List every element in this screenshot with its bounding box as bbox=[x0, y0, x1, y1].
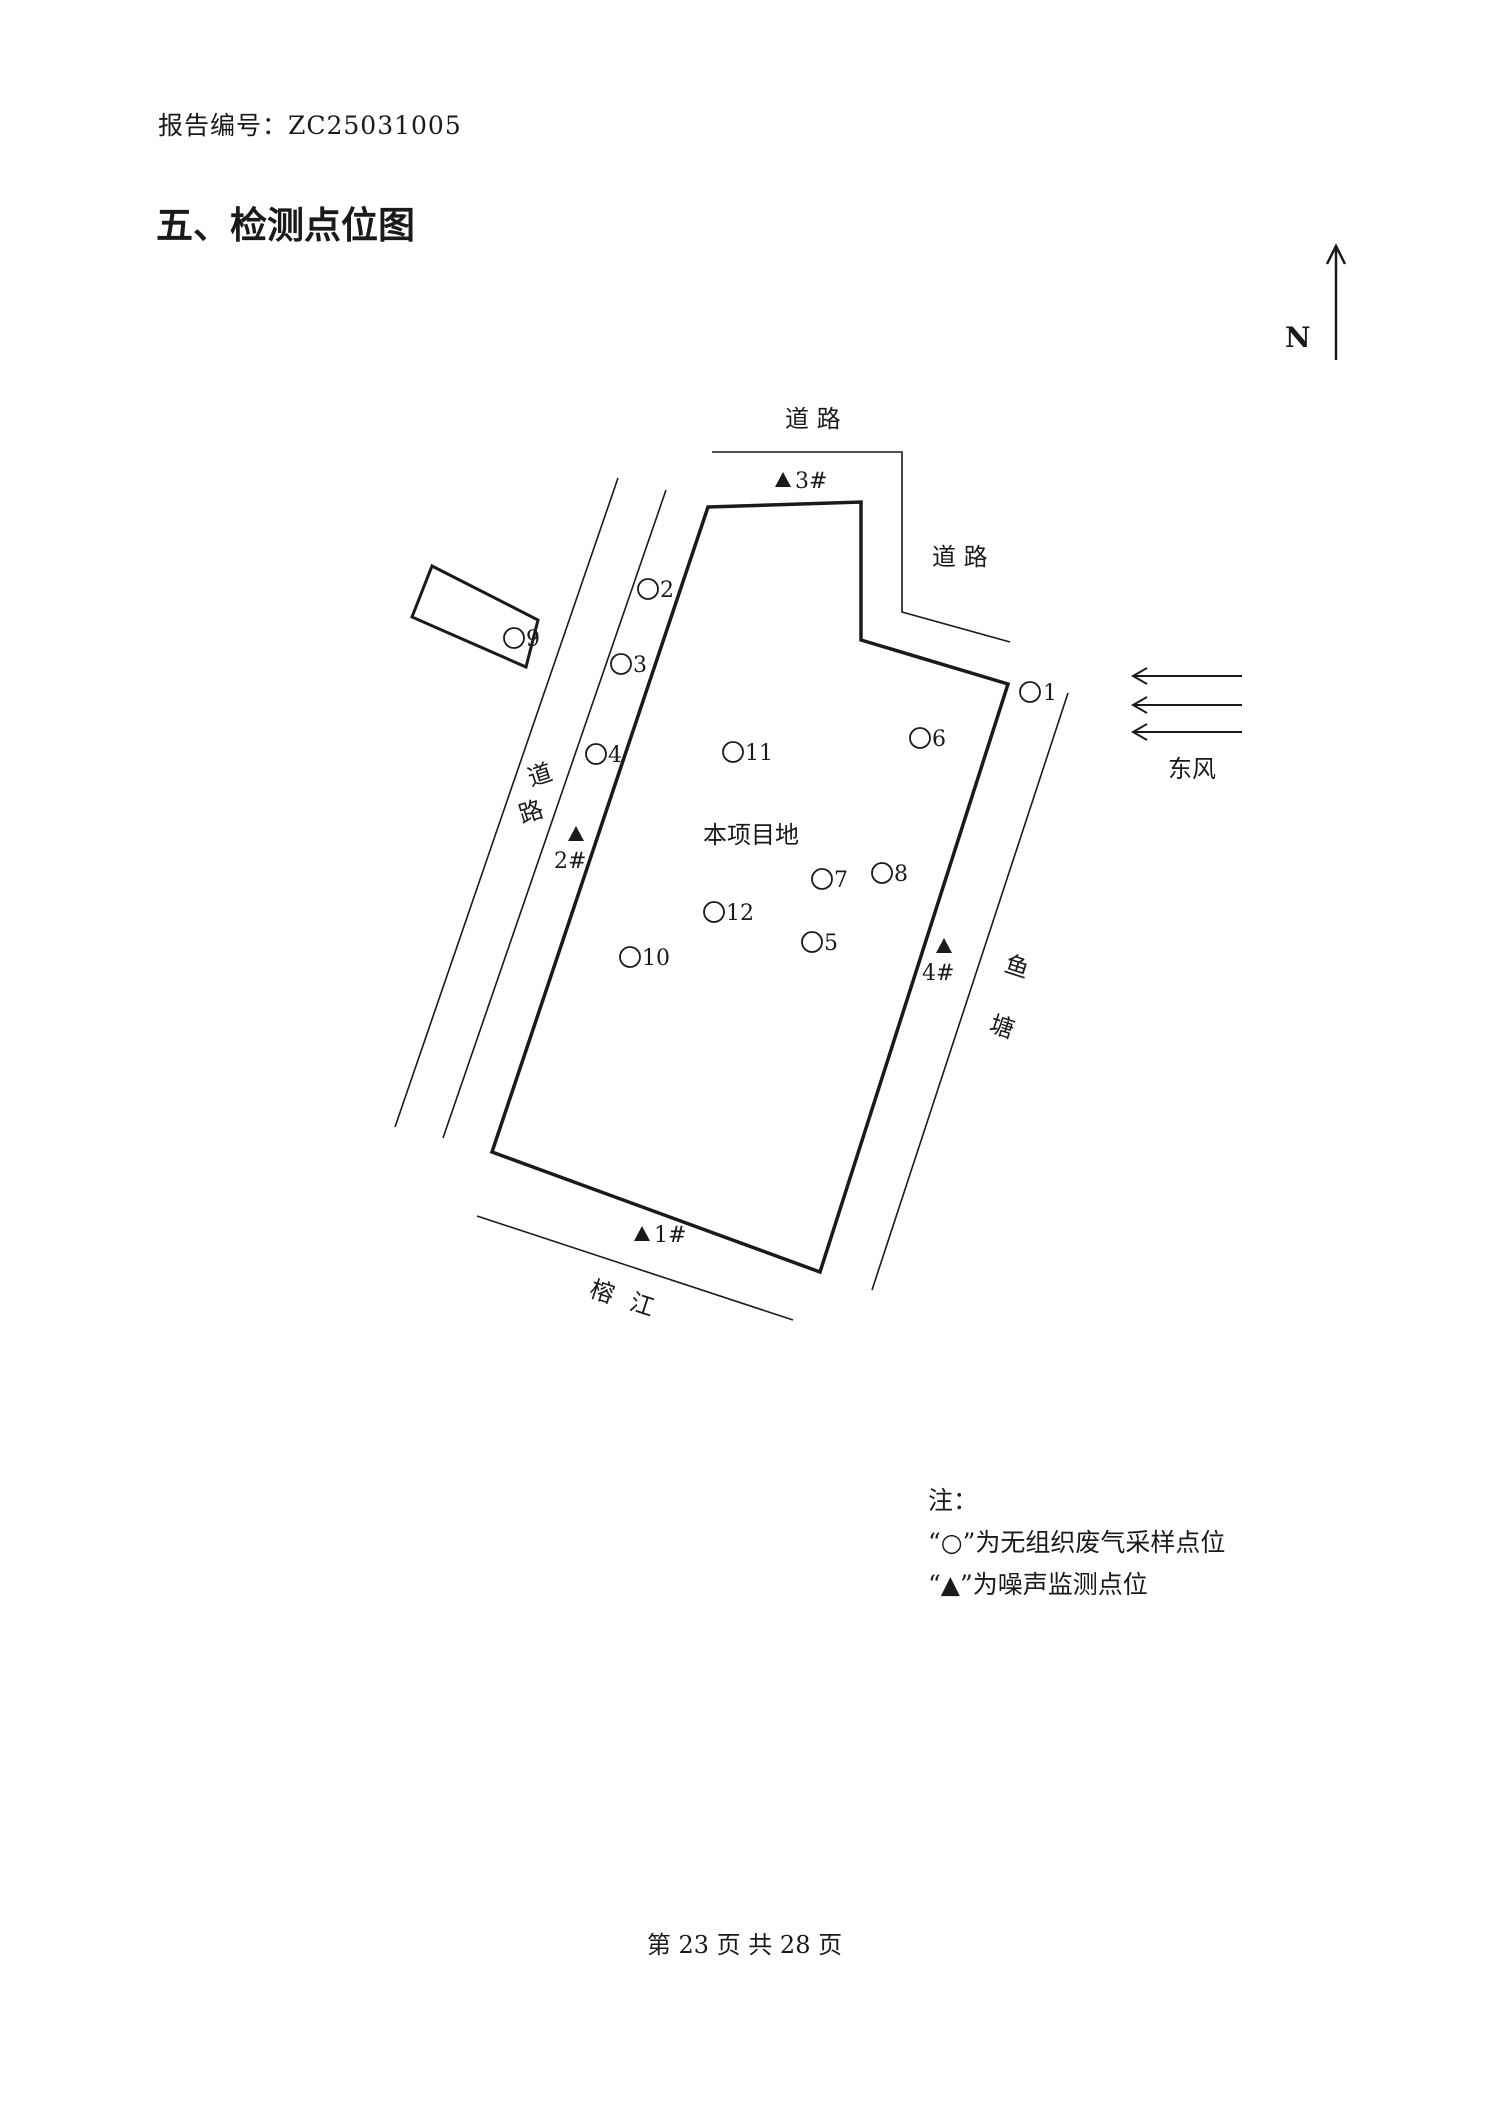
gas-point-2-label: 2 bbox=[660, 578, 674, 603]
gas-point-1-label: 1 bbox=[1043, 681, 1057, 706]
wind-label: 东风 bbox=[1168, 755, 1216, 783]
noise-point-2-triangle bbox=[568, 826, 584, 841]
north-arrow bbox=[1325, 243, 1347, 360]
gas-point-10-label: 10 bbox=[642, 946, 670, 971]
gas-point-2-circle bbox=[637, 578, 659, 600]
noise-point-4-triangle bbox=[936, 938, 952, 953]
noise-point-1-label: 1# bbox=[654, 1223, 686, 1248]
gas-point-11-label: 11 bbox=[745, 741, 773, 766]
road-label-right: 道 路 bbox=[932, 543, 988, 571]
gas-point-4-label: 4 bbox=[608, 743, 622, 768]
gas-point-3-circle bbox=[610, 653, 632, 675]
section-title: 五、检测点位图 bbox=[156, 204, 415, 247]
road-label-left-1: 道 bbox=[524, 758, 555, 792]
gas-point-5-circle bbox=[801, 931, 823, 953]
gas-point-7-circle bbox=[811, 868, 833, 890]
gas-point-3-label: 3 bbox=[633, 653, 647, 678]
noise-point-3-label: 3# bbox=[795, 469, 827, 494]
side-building bbox=[410, 563, 540, 670]
north-label: N bbox=[1285, 321, 1311, 354]
gas-point-12-label: 12 bbox=[726, 901, 754, 926]
notes-title: 注： bbox=[928, 1486, 979, 1515]
gas-point-11-circle bbox=[722, 741, 744, 763]
gas-point-9-circle bbox=[503, 627, 525, 649]
report-number: 报告编号：ZC25031005 bbox=[158, 111, 462, 140]
gas-point-12-circle bbox=[703, 901, 725, 923]
river-label-1: 榕 bbox=[586, 1275, 617, 1309]
surrounding-lines bbox=[394, 451, 1069, 1321]
gas-point-1-circle bbox=[1019, 681, 1041, 703]
legend-notes: 注： “○”为无组织废气采样点位 “▲”为噪声监测点位 bbox=[928, 1480, 1225, 1606]
road-label-top: 道 路 bbox=[785, 405, 841, 433]
gas-point-6-label: 6 bbox=[932, 727, 946, 752]
gas-point-8-label: 8 bbox=[894, 862, 908, 887]
page-number: 第 23 页 共 28 页 bbox=[646, 1931, 843, 1959]
note-noise-points: “▲”为噪声监测点位 bbox=[928, 1570, 1148, 1599]
river-label-2: 江 bbox=[626, 1288, 657, 1322]
noise-point-2-label: 2# bbox=[554, 849, 586, 874]
gas-point-8-circle bbox=[871, 862, 893, 884]
note-gas-points: “○”为无组织废气采样点位 bbox=[928, 1528, 1226, 1557]
site-label: 本项目地 bbox=[703, 821, 799, 849]
gas-point-6-circle bbox=[909, 727, 931, 749]
noise-point-4-label: 4# bbox=[922, 961, 954, 986]
pond-label-1: 鱼 bbox=[1001, 950, 1032, 984]
pond-label-2: 塘 bbox=[986, 1010, 1017, 1044]
road-label-left-2: 路 bbox=[515, 795, 546, 829]
project-site-boundary bbox=[489, 500, 1011, 1275]
noise-point-labels: 1# 2# 3# 4# bbox=[554, 469, 954, 1248]
gas-point-labels: 1 2 3 4 5 6 7 8 9 10 11 12 bbox=[526, 578, 1057, 971]
gas-point-10-circle bbox=[619, 946, 641, 968]
gas-sampling-points bbox=[503, 578, 1041, 968]
noise-point-1-triangle bbox=[634, 1226, 650, 1241]
wind-arrows-icon bbox=[1130, 667, 1242, 741]
gas-point-5-label: 5 bbox=[824, 931, 838, 956]
gas-point-9-label: 9 bbox=[526, 627, 540, 652]
noise-points bbox=[568, 472, 952, 1241]
gas-point-7-label: 7 bbox=[834, 868, 848, 893]
gas-point-4-circle bbox=[585, 743, 607, 765]
noise-point-3-triangle bbox=[775, 472, 791, 487]
